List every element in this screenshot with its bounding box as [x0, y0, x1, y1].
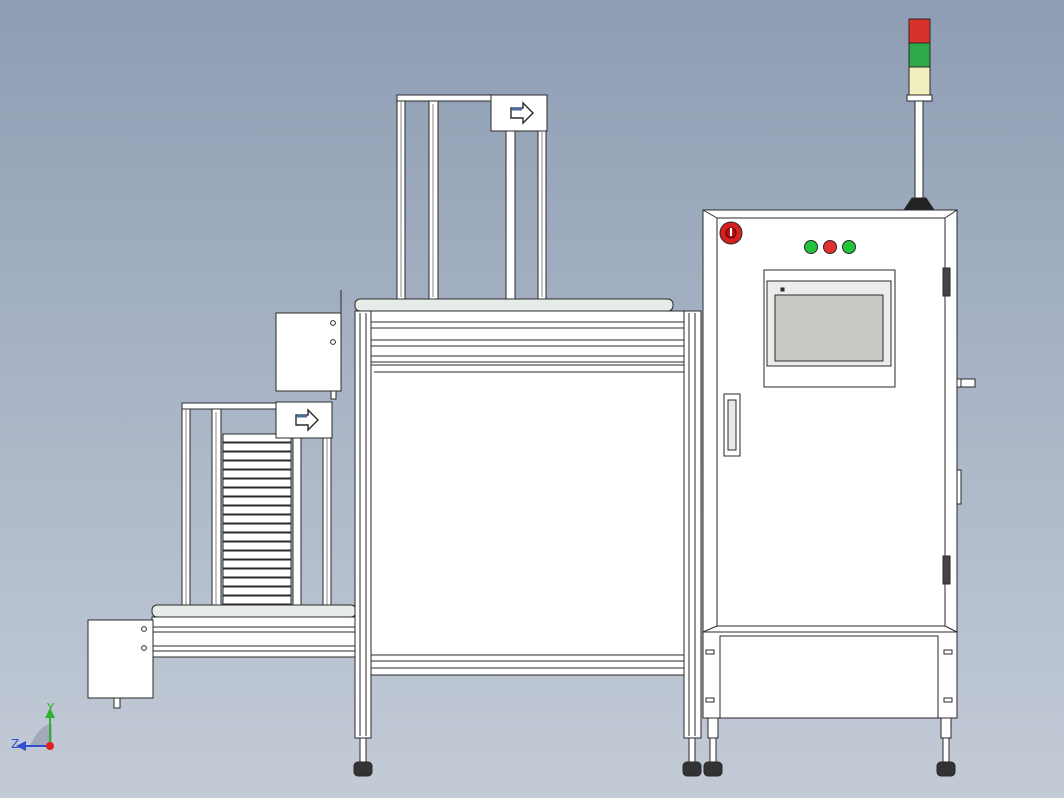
hmi-touch-screen[interactable]	[763, 269, 896, 388]
cabinet-feet	[703, 717, 956, 777]
rack-slat	[222, 577, 292, 587]
axis-label-z: Z	[11, 737, 19, 751]
rack-slat	[222, 505, 292, 515]
cabinet-base	[702, 631, 958, 719]
center-bottom-rails	[369, 654, 686, 676]
control-cabinet	[702, 18, 976, 777]
rack-slat	[222, 523, 292, 533]
left-feeder-module	[87, 290, 357, 709]
rack-slat	[222, 451, 292, 461]
rack-slat	[222, 442, 292, 452]
magazine-rack-slats	[222, 433, 292, 605]
coordinate-triad: Y Z	[11, 701, 55, 751]
center-motor-box	[275, 290, 342, 400]
door-handle[interactable]	[723, 393, 741, 457]
leveling-feet	[353, 737, 702, 777]
left-feeder-motor-box	[87, 619, 154, 709]
rack-slat	[222, 541, 292, 551]
side-connector	[956, 378, 976, 505]
center-conveyor-module	[353, 94, 702, 777]
direction-arrow-sign-upper	[490, 94, 548, 132]
rack-slat	[222, 514, 292, 524]
rack-slat	[222, 460, 292, 470]
center-top-belt	[354, 298, 686, 366]
center-body-panel	[369, 364, 686, 661]
rack-slat	[222, 469, 292, 479]
center-legs	[354, 310, 702, 739]
axis-label-y: Y	[46, 701, 55, 715]
rack-slat	[222, 595, 292, 605]
stack-light	[903, 18, 935, 211]
direction-arrow-sign-lower	[275, 401, 333, 439]
rack-slat	[222, 532, 292, 542]
rack-slat	[222, 568, 292, 578]
emergency-stop-button[interactable]	[719, 221, 743, 245]
rack-slat	[222, 586, 292, 596]
rack-slat	[222, 487, 292, 497]
rack-slat	[222, 496, 292, 506]
left-feeder-belt	[151, 604, 357, 658]
rack-slat	[222, 478, 292, 488]
rack-slat	[222, 559, 292, 569]
door-hinges	[942, 267, 951, 585]
rack-slat	[222, 550, 292, 560]
control-buttons[interactable]	[804, 240, 856, 254]
